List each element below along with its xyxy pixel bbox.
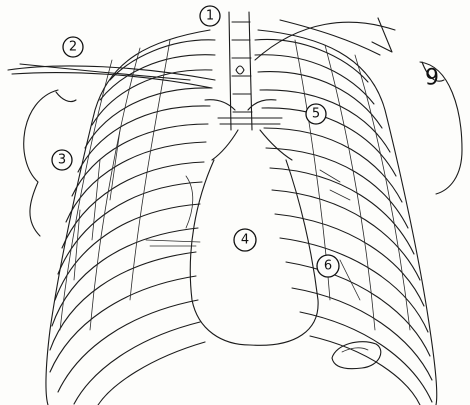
right-lung-ribs bbox=[255, 30, 437, 405]
side-brackets bbox=[24, 62, 462, 236]
marker-3: 3 bbox=[52, 150, 72, 170]
marker-6-label: 6 bbox=[324, 259, 332, 274]
marker-4: 4 bbox=[234, 229, 256, 251]
marker-1-label: 1 bbox=[206, 9, 214, 24]
trachea-column bbox=[205, 12, 292, 160]
marker-5: 5 bbox=[306, 104, 326, 124]
heart-shadow bbox=[146, 160, 318, 345]
marker-4-label: 4 bbox=[241, 233, 249, 248]
marker-2: 2 bbox=[63, 37, 83, 57]
marker-1: 1 bbox=[200, 6, 220, 26]
marker-6: 6 bbox=[317, 255, 339, 277]
stomach-bubble bbox=[332, 342, 381, 369]
marker-9-label: 9 bbox=[425, 66, 439, 91]
marker-5-label: 5 bbox=[312, 107, 320, 122]
marker-3-label: 3 bbox=[58, 153, 66, 168]
marker-9: 9 bbox=[425, 66, 439, 91]
marker-2-label: 2 bbox=[69, 40, 77, 55]
